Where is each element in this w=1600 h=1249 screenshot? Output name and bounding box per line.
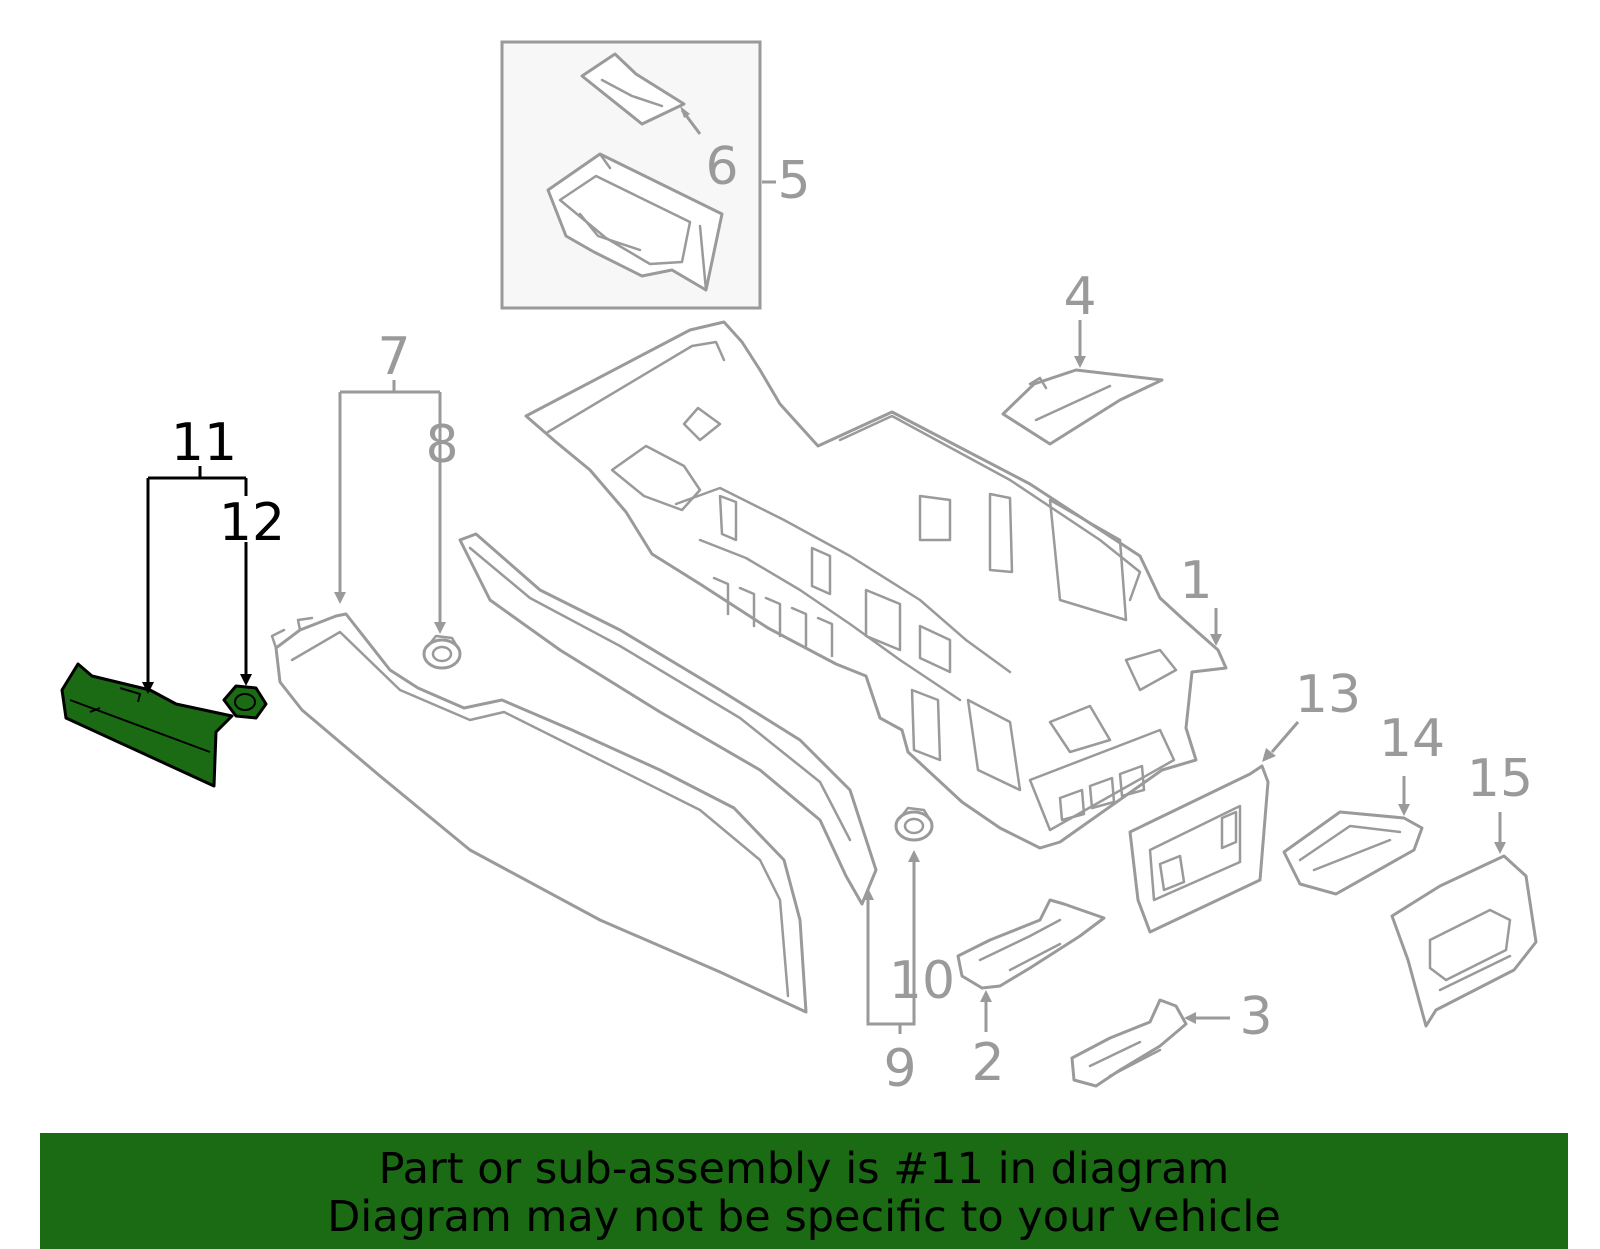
part-10-clip: [894, 806, 934, 842]
callout-7: 7: [377, 327, 410, 387]
part-15-panel: [1390, 854, 1538, 1028]
part-4-panel: [1001, 368, 1164, 446]
callout-1: 1: [1179, 551, 1212, 611]
callout-3: 3: [1239, 987, 1272, 1047]
part-5-tray: [546, 152, 724, 292]
callout-9: 9: [883, 1039, 916, 1099]
banner-line-2: Diagram may not be specific to your vehi…: [327, 1192, 1281, 1242]
part-6-lid: [580, 52, 686, 126]
part-9-trim-strip: [458, 532, 878, 906]
part-14-vent: [1282, 810, 1424, 896]
callout-12: 12: [219, 493, 285, 553]
info-banner: Part or sub-assembly is #11 in diagram D…: [40, 1133, 1568, 1249]
part-7-trim-panel: [274, 612, 808, 1014]
part-2-bracket: [956, 898, 1106, 990]
callout-10: 10: [889, 951, 955, 1011]
callout-8: 8: [425, 415, 458, 475]
part-8-clip: [422, 634, 462, 670]
callout-14: 14: [1379, 709, 1445, 769]
callout-5: 5: [777, 151, 810, 211]
part-3-bracket: [1070, 998, 1188, 1088]
callout-15: 15: [1467, 749, 1533, 809]
callout-4: 4: [1063, 267, 1096, 327]
callout-11: 11: [171, 413, 237, 473]
part-12-nut: [222, 684, 268, 720]
callout-13: 13: [1295, 665, 1361, 725]
callout-6: 6: [705, 137, 738, 197]
banner-line-1: Part or sub-assembly is #11 in diagram: [378, 1144, 1230, 1194]
part-11-highlighted: [60, 662, 234, 788]
part-1-console-frame: [524, 320, 1228, 850]
callout-2: 2: [971, 1033, 1004, 1093]
